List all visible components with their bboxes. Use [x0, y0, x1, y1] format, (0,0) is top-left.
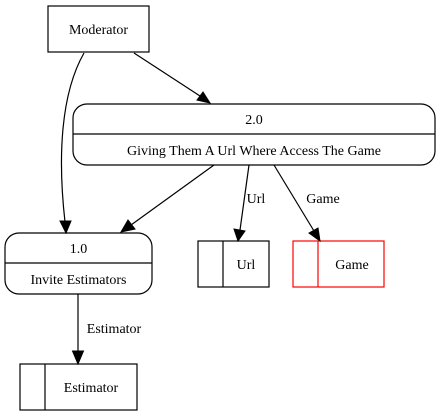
edge-moderator-to-2-0 — [133, 52, 212, 104]
process-1-0[interactable]: 1.0 Invite Estimators — [4, 232, 153, 295]
process-1-0-label: Invite Estimators — [30, 273, 126, 288]
store-estimator-label: Estimator — [64, 381, 119, 396]
edge-2-0-to-game: Game — [273, 164, 340, 243]
store-estimator[interactable]: Estimator — [19, 363, 138, 411]
edge-2-0-to-1-0 — [119, 164, 215, 233]
edge-1-0-to-estimator-label: Estimator — [87, 322, 142, 337]
store-game-label: Game — [335, 258, 368, 273]
store-game[interactable]: Game — [292, 240, 385, 288]
store-url-label: Url — [237, 258, 256, 273]
process-2-0[interactable]: 2.0 Giving Them A Url Where Access The G… — [72, 103, 436, 166]
edge-2-0-to-url: Url — [233, 164, 266, 243]
edge-moderator-to-1-0 — [59, 52, 85, 235]
edge-2-0-to-url-label: Url — [247, 192, 266, 207]
entity-moderator[interactable]: Moderator — [47, 5, 150, 53]
entity-moderator-label: Moderator — [69, 23, 128, 38]
store-url[interactable]: Url — [197, 240, 270, 288]
edge-1-0-to-estimator: Estimator — [71, 294, 142, 366]
process-2-0-id: 2.0 — [245, 113, 263, 128]
process-1-0-id: 1.0 — [70, 242, 88, 257]
process-2-0-label: Giving Them A Url Where Access The Game — [127, 144, 381, 159]
edge-2-0-to-game-label: Game — [306, 192, 339, 207]
